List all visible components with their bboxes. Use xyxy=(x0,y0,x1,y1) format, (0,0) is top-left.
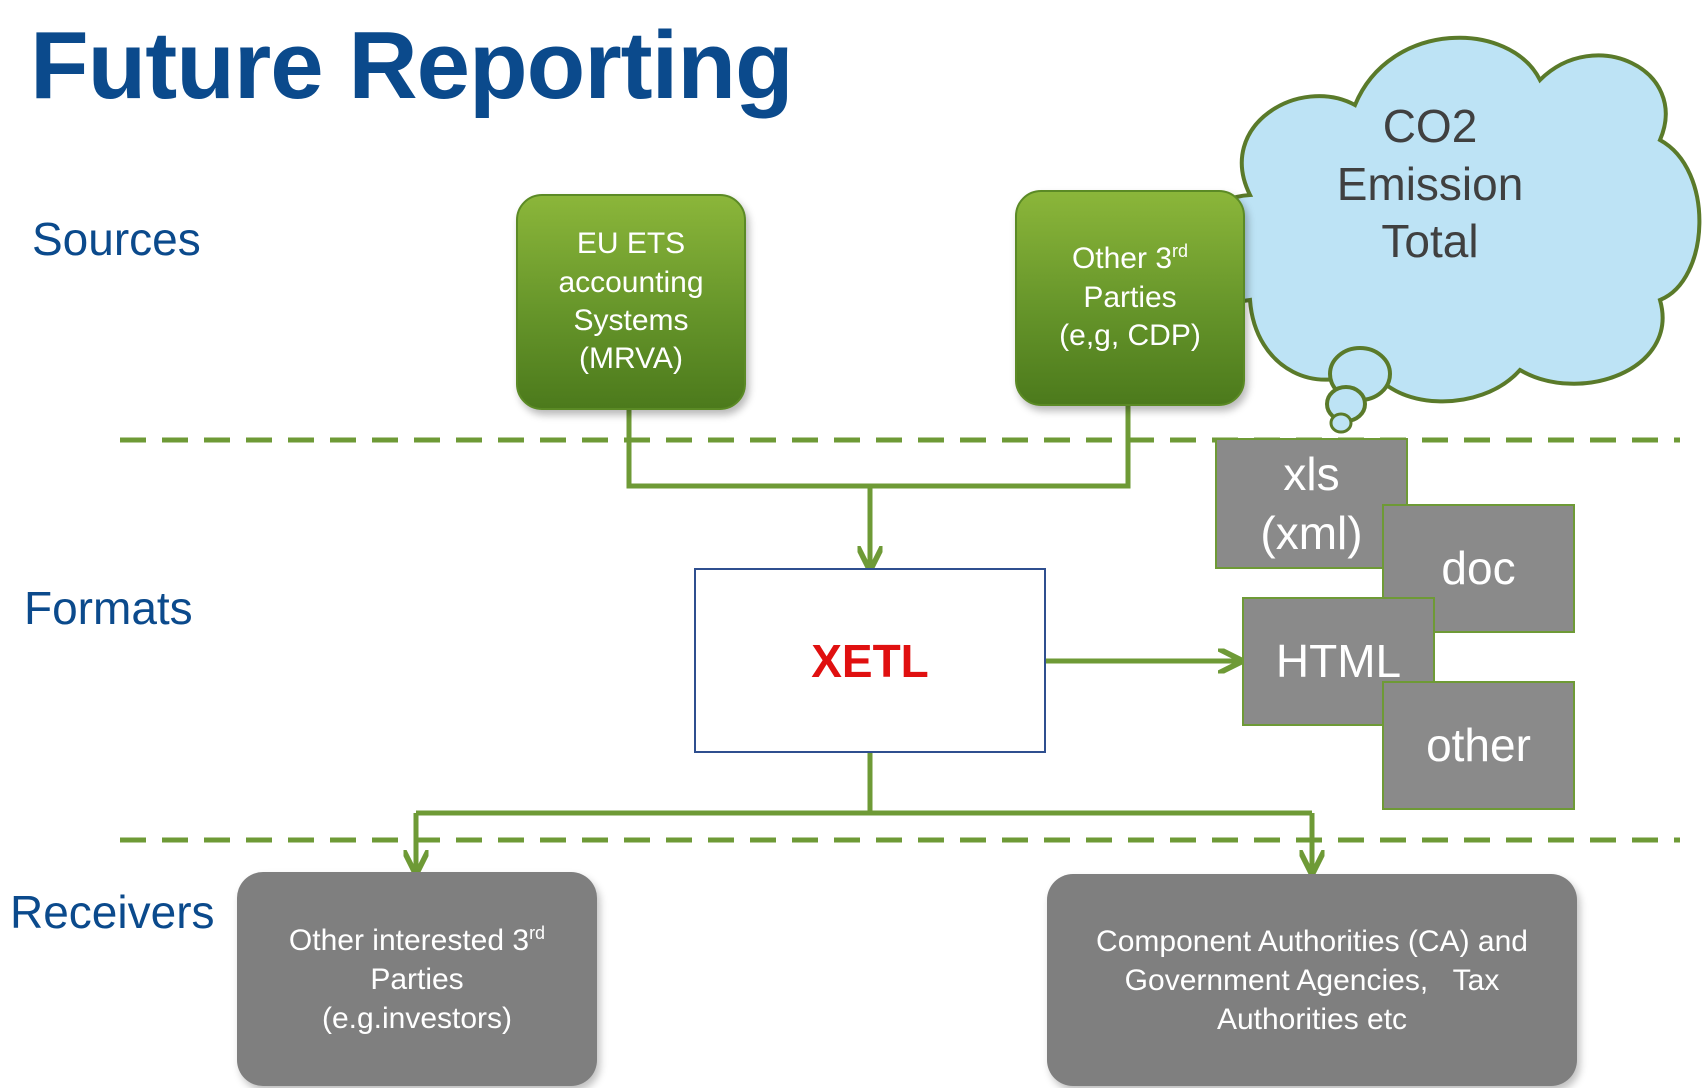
formats-label: Formats xyxy=(24,582,193,634)
superscript: rd xyxy=(529,922,546,943)
source-other-parties-line: (e,g, CDP) xyxy=(1059,319,1201,353)
connector-receivers-split xyxy=(416,753,873,816)
receiver-investors-line: (e.g.investors) xyxy=(321,1001,513,1035)
receivers-label: Receivers xyxy=(10,886,215,938)
format-xls-box: xls (xml) xyxy=(1215,438,1408,569)
receiver-investors-line: Other interested 3rd xyxy=(288,922,546,957)
receiver-investors-line: Parties xyxy=(370,962,464,996)
receiver-authorities-line: Component Authorities (CA) and xyxy=(1096,924,1528,958)
xetl-box: XETL xyxy=(694,568,1046,753)
receiver-investors-box: Other interested 3rd Parties (e.g.invest… xyxy=(237,872,597,1086)
page-title: Future Reporting xyxy=(30,12,794,119)
cloud-line: Total xyxy=(1381,215,1479,267)
source-eu-ets-box: EU ETS accounting Systems (MRVA) xyxy=(516,194,746,410)
xetl-label: XETL xyxy=(811,634,929,687)
format-other-label: other xyxy=(1426,719,1531,772)
sources-label: Sources xyxy=(32,213,201,265)
format-xls-line: xls xyxy=(1283,447,1340,500)
format-other-box: other xyxy=(1382,681,1575,810)
cloud-line: CO2 xyxy=(1382,100,1478,152)
source-other-parties-box: Other 3rd Parties (e,g, CDP) xyxy=(1015,190,1245,406)
source-eu-ets-line: accounting xyxy=(558,265,704,299)
co2-cloud-text: CO2 Emission Total xyxy=(1300,98,1560,271)
source-eu-ets-line: EU ETS xyxy=(576,227,686,261)
receiver-authorities-line: Authorities etc xyxy=(1216,1002,1408,1036)
cloud-line: Emission xyxy=(1336,157,1524,210)
format-html-label: HTML xyxy=(1275,635,1402,688)
source-eu-ets-line: (MRVA) xyxy=(579,342,683,376)
receiver-authorities-box: Component Authorities (CA) and Governmen… xyxy=(1047,874,1577,1086)
superscript: rd xyxy=(1172,241,1189,262)
source-eu-ets-line: Systems xyxy=(573,304,689,337)
source-other-parties-line: Parties xyxy=(1083,280,1177,314)
receiver-authorities-line: Government Agencies, Tax xyxy=(1124,963,1500,997)
format-doc-label: doc xyxy=(1441,542,1516,595)
source-other-parties-line: Other 3rd xyxy=(1071,241,1189,276)
format-xls-line: (xml) xyxy=(1260,506,1363,559)
connector-sources-merge xyxy=(626,400,1131,489)
co2-cloud-shape xyxy=(1188,35,1702,434)
